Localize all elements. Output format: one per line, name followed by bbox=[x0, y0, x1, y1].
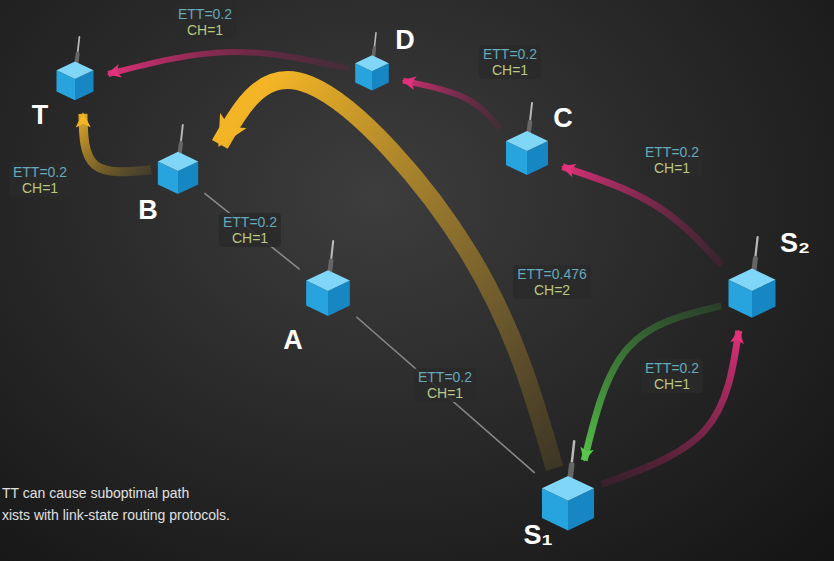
node-name: S₁ bbox=[523, 522, 552, 549]
router-cube bbox=[352, 52, 392, 92]
node-name: C bbox=[553, 105, 573, 132]
router-cube bbox=[154, 148, 202, 196]
link-arrow bbox=[356, 317, 534, 473]
link-arrow bbox=[108, 52, 349, 74]
router-cube bbox=[302, 266, 354, 318]
network-node: A bbox=[302, 266, 354, 318]
link-metric: ETT=0.2 CH=1 bbox=[479, 45, 541, 79]
link-arrow bbox=[403, 81, 500, 129]
caption-text: TT can cause suboptimal path bbox=[2, 486, 189, 500]
router-cube bbox=[724, 264, 780, 320]
link-metric: ETT=0.2 CH=1 bbox=[219, 213, 281, 247]
link-metric: ETT=0.2 CH=1 bbox=[641, 143, 703, 177]
link-arrow bbox=[204, 193, 299, 269]
network-node: C bbox=[502, 127, 552, 177]
network-node: B bbox=[154, 148, 202, 196]
link-arrow bbox=[83, 114, 151, 172]
network-node: T bbox=[53, 58, 97, 102]
router-cube bbox=[502, 127, 552, 177]
link-arrow bbox=[584, 306, 721, 460]
node-name: T bbox=[32, 102, 49, 129]
network-node: S₁ bbox=[537, 471, 599, 533]
node-name: A bbox=[283, 327, 303, 354]
link-arrow bbox=[563, 167, 722, 265]
link-metric: ETT=0.2 CH=1 bbox=[9, 163, 71, 197]
caption-text: xists with link-state routing protocols. bbox=[2, 508, 230, 522]
node-name: S₂ bbox=[780, 230, 810, 257]
node-name: D bbox=[395, 27, 415, 54]
link-metric: ETT=0.2 CH=1 bbox=[414, 368, 476, 402]
link-arrow bbox=[220, 80, 555, 468]
network-node: S₂ bbox=[724, 264, 780, 320]
link-metric: ETT=0.476 CH=2 bbox=[513, 265, 591, 299]
link-metric: ETT=0.2 CH=1 bbox=[174, 5, 236, 39]
network-node: D bbox=[352, 52, 392, 92]
node-name: B bbox=[138, 197, 158, 224]
link-metric: ETT=0.2 CH=1 bbox=[641, 359, 703, 393]
router-cube bbox=[53, 58, 97, 102]
